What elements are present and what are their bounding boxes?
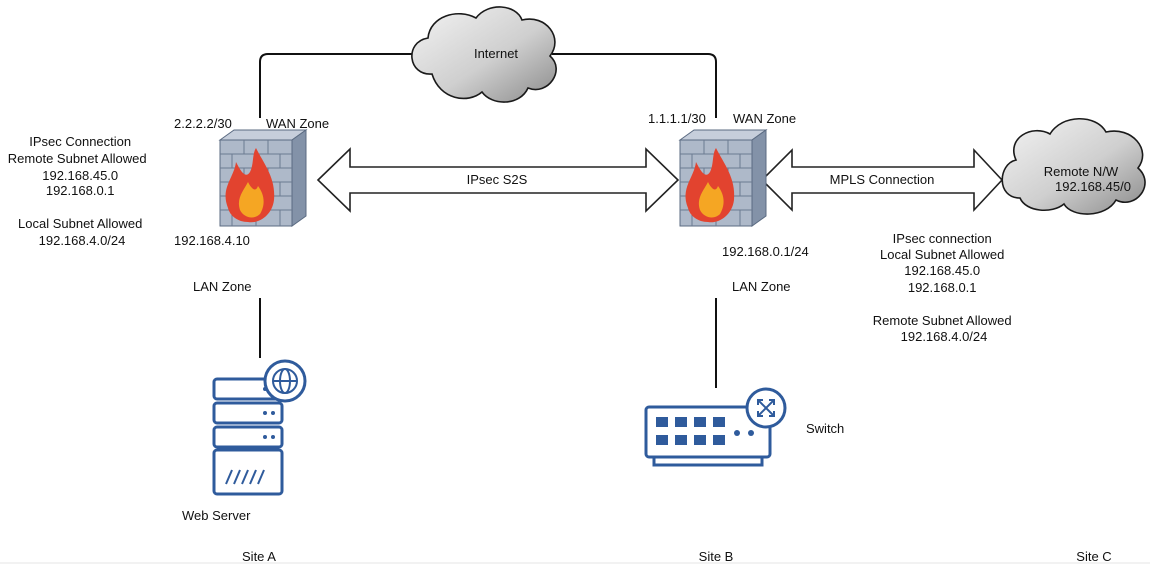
site-a-wan-zone: WAN Zone xyxy=(266,116,329,131)
site-b-lan-zone: LAN Zone xyxy=(732,279,791,294)
site-a-label: Site A xyxy=(242,549,276,564)
cloud-icon xyxy=(1001,118,1146,215)
site-a-lan-ip: 192.168.4.10 xyxy=(174,233,250,248)
firewall-icon xyxy=(218,129,308,227)
ipsec-s2s-link: IPsec S2S xyxy=(316,147,680,213)
site-b-label: Site B xyxy=(699,549,734,564)
globe-icon xyxy=(263,359,307,403)
mpls-label: MPLS Connection xyxy=(830,172,935,187)
connection-lines xyxy=(259,53,717,388)
remote-network-name: Remote N/W xyxy=(1044,164,1119,179)
internet-label: Internet xyxy=(474,46,518,61)
site-b-wan-ip: 1.1.1.1/30 xyxy=(648,111,706,126)
switch-label: Switch xyxy=(806,421,844,436)
site-c-ipsec-info: IPsec connection Local Subnet Allowed 19… xyxy=(873,231,1015,344)
switch-icon xyxy=(644,387,787,467)
site-a-ipsec-info: IPsec Connection Remote Subnet Allowed 1… xyxy=(8,134,150,248)
double-arrow xyxy=(316,147,680,213)
wan-link-site-a xyxy=(259,53,420,118)
site-c-label: Site C xyxy=(1076,549,1111,564)
site-a-lan-zone: LAN Zone xyxy=(193,279,252,294)
site-b-lan-ip: 192.168.0.1/24 xyxy=(722,244,809,259)
site-b-wan-zone: WAN Zone xyxy=(733,111,796,126)
web-server-icon xyxy=(212,377,284,496)
remote-network-cloud: Remote N/W 192.168.45/0 xyxy=(1001,118,1146,215)
site-a-wan-ip: 2.2.2.2/30 xyxy=(174,116,232,131)
double-arrow xyxy=(760,147,1004,213)
remote-network-subnet: 192.168.45/0 xyxy=(1055,179,1131,194)
ipsec-s2s-label: IPsec S2S xyxy=(467,172,528,187)
cloud-icon xyxy=(411,6,557,103)
web-server-label: Web Server xyxy=(182,508,251,523)
firewall-icon xyxy=(678,129,768,227)
internet-cloud: Internet xyxy=(411,6,557,103)
wan-link-site-b xyxy=(552,53,717,118)
mpls-link: MPLS Connection xyxy=(760,147,1004,213)
